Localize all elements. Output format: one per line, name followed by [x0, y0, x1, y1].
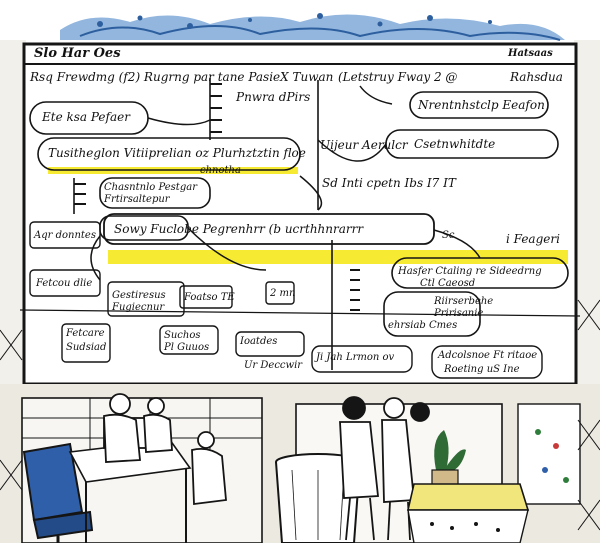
top-line-left: Rsq Frewdmg (f2) Rugrng par tane PasieX … [30, 70, 334, 84]
header-left: Slo Har Oes [34, 46, 121, 61]
top-line-mid: (Letstruy Fway 2 @ [338, 70, 458, 84]
left-side-2: Fetcou dlie [36, 278, 93, 289]
left-side-1: Aqr donntes [34, 230, 96, 241]
date-line: Sd Inti cpetn Ibs I7 IT [322, 176, 456, 190]
top-line-right: Rahsdua [510, 70, 563, 84]
banner-right: Sc [442, 230, 455, 241]
chair-icon [22, 442, 94, 543]
mid-label-2: Uijeur Aerulcr [320, 138, 408, 152]
mid-label-1: Pnwra dPirs [236, 90, 311, 104]
low-box-1: Gestiresus [112, 290, 166, 301]
bottom-9: Roeting uS Ine [444, 364, 520, 375]
banner-right-2: i Feageri [506, 232, 560, 246]
person-icon [339, 396, 430, 541]
highlight-sub: chnotha [200, 165, 241, 176]
bottom-3: Suchos [164, 330, 201, 341]
person-icon [103, 393, 227, 506]
bin-icon [275, 453, 361, 543]
right-cluster-1: Hasfer Ctaling re Sideedrng [398, 266, 542, 277]
low-box-2: Foatso TE [184, 292, 235, 303]
office-scene [0, 299, 600, 543]
left-node-1: Ete ksa Pefaer [42, 110, 130, 124]
bottom-6: Ur Deccwir [244, 360, 303, 371]
decorative-sky-band [0, 0, 600, 46]
low-box-4: 2 mn [270, 288, 296, 299]
right-cluster-5: ehrsiab Cmes [388, 320, 458, 331]
highlight-line: Tusitheglon Vitiiprelian oz Plurhztztin … [48, 146, 306, 160]
right-cluster-3: Riirserbehe [434, 296, 494, 307]
bottom-7: Ji Jah Lrmon ov [316, 352, 395, 363]
right-node-2: Csetnwhitdte [414, 137, 496, 151]
header-right: Hatsaas [508, 48, 553, 59]
right-node-1: Nrentnhstclp Eeafon [418, 98, 545, 112]
box-a-2: Frtirsaltepur [104, 194, 170, 205]
whiteboard [19, 42, 581, 386]
banner-text: Sowy Fuclobe Pegrenhrr (b ucrthhnrarrr [114, 222, 364, 236]
sticky-note-dots [535, 429, 569, 483]
low-box-3: Fugiecnur [112, 302, 165, 313]
right-cluster-4: Pririsanie [434, 308, 484, 319]
bottom-1: Fetcare [66, 328, 105, 339]
bottom-5: Ioatdes [240, 336, 278, 347]
work-table [406, 483, 530, 543]
bottom-8: Adcolsnoe Ft ritaoe [438, 350, 538, 361]
bottom-2: Sudsiad [66, 342, 107, 353]
box-a-1: Chasntnlo Pestgar [104, 182, 197, 193]
bottom-4: Pl Guuos [164, 342, 210, 353]
right-cluster-2: Ctl Caeosd [420, 278, 476, 289]
